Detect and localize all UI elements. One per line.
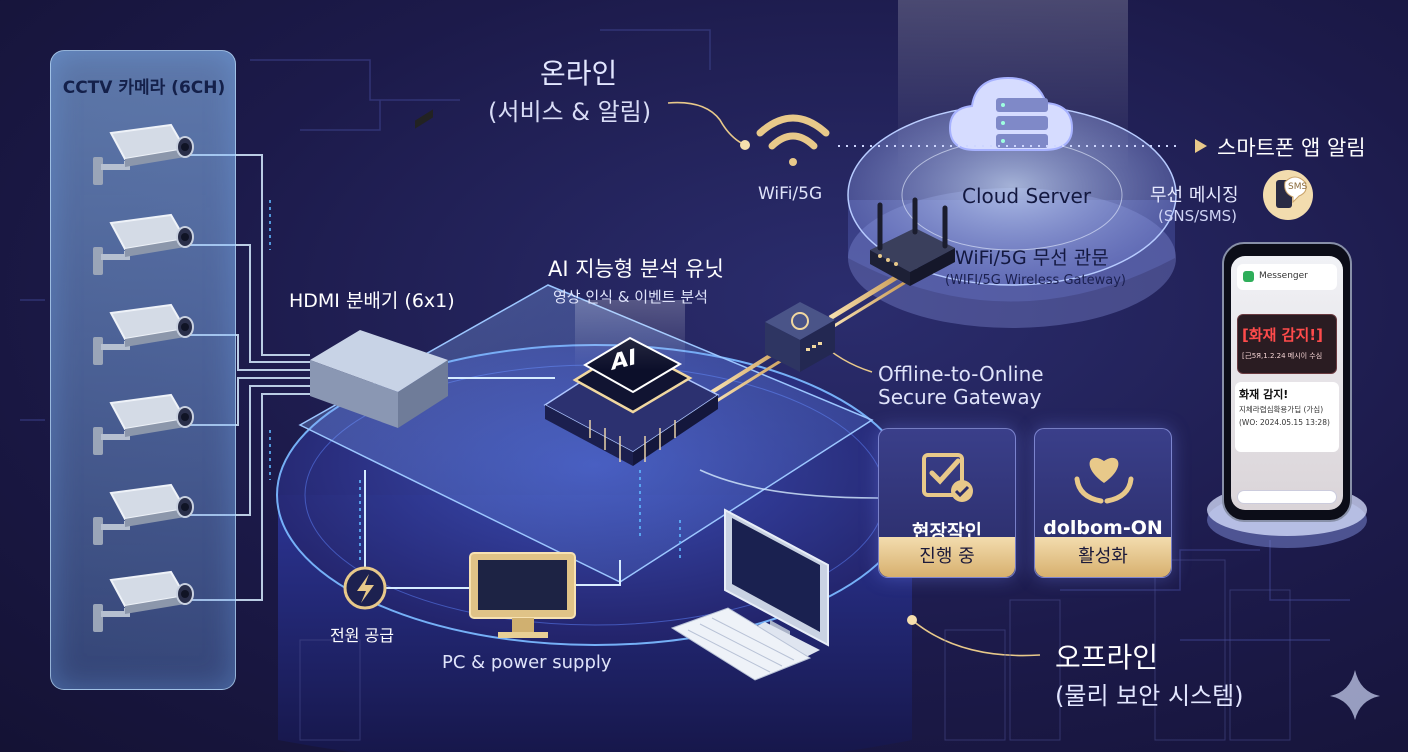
message-input[interactable] — [1237, 490, 1337, 504]
alert-title: [화재 감지!] — [1242, 326, 1323, 344]
sms-badge: SMS — [1288, 182, 1308, 192]
status-dolbom-badge: 활성화 — [1035, 537, 1171, 577]
wifi-icon — [756, 114, 830, 166]
wireless-msg-title: 무선 메시징 — [1150, 185, 1239, 206]
gateway-wireless-title: WiFi/5G 무선 관문 — [955, 247, 1109, 269]
gateway-wireless-subtitle: (WIFI/5G Wireless Gateway) — [945, 273, 1126, 288]
pc-monitor — [469, 552, 576, 638]
status-dolbom-title: dolbom-ON — [1043, 517, 1163, 539]
message-title: 화재 감지! — [1239, 388, 1289, 401]
router-icon — [870, 197, 955, 286]
keyboard — [670, 607, 812, 681]
status-card-dolbom: dolbom-ON 활성화 — [1034, 428, 1172, 578]
fire-alert-box: [화재 감지!] [己5Я,1.2.24 메시이 수심 — [1237, 314, 1337, 374]
cloud-server-icon — [948, 76, 1074, 151]
cctv-camera-2 — [89, 209, 199, 279]
lightning-icon — [343, 566, 387, 610]
smartphone: Messenger [화재 감지!] [己5Я,1.2.24 메시이 수심 화재… — [1222, 242, 1352, 522]
sparkle-icon — [1330, 670, 1380, 720]
cctv-camera-1 — [89, 119, 199, 189]
ai-unit-subtitle: 영상 인식 & 이벤트 분석 — [553, 288, 708, 306]
cctv-camera-5 — [89, 479, 199, 549]
secure-gateway-line1: Offline-to-Online — [878, 362, 1044, 386]
cctv-camera-3 — [89, 299, 199, 369]
secure-gateway-line2: Secure Gateway — [878, 385, 1042, 409]
wireless-msg-subtitle: (SNS/SMS) — [1158, 207, 1238, 225]
cctv-panel: CCTV 카메라 (6CH) — [50, 50, 236, 690]
notification-banner[interactable]: Messenger — [1237, 264, 1337, 290]
message-time: (WO: 2024.05.15 13:28) — [1239, 418, 1330, 427]
offline-subtitle: (물리 보안 시스템) — [1055, 682, 1244, 710]
online-subtitle: (서비스 & 알림) — [488, 98, 652, 126]
smartphone-alert-label: 스마트폰 앱 알림 — [1217, 136, 1366, 160]
app-name: Messenger — [1259, 271, 1308, 281]
status-field-badge: 진행 중 — [879, 537, 1015, 577]
offline-title: 오프라인 — [1055, 641, 1159, 674]
message-card[interactable]: 화재 감지! 지체라렵심확용가딥 (가심) (WO: 2024.05.15 13… — [1235, 382, 1339, 452]
message-body: 지체라렵심확용가딥 (가심) — [1239, 405, 1324, 414]
hdmi-splitter — [310, 109, 448, 428]
checklist-icon — [922, 453, 973, 502]
cctv-camera-6 — [89, 566, 199, 636]
phone-screen: Messenger [화재 감지!] [己5Я,1.2.24 메시이 수심 화재… — [1231, 256, 1343, 510]
status-card-field: 현장작인 진행 중 — [878, 428, 1016, 578]
secure-gateway-cube — [765, 302, 835, 372]
online-title: 온라인 — [540, 57, 618, 90]
pc-label: PC & power supply — [442, 652, 612, 673]
sms-bubble-icon — [1263, 170, 1313, 220]
power-label: 전원 공급 — [330, 626, 394, 645]
cctv-title: CCTV 카메라 (6CH) — [62, 78, 226, 98]
ai-unit-title: AI 지능형 분석 유닛 — [548, 257, 724, 281]
hdmi-label: HDMI 분배기 (6x1) — [289, 290, 455, 312]
cloud-label: Cloud Server — [962, 184, 1092, 208]
wifi-label: WiFi/5G — [758, 184, 823, 204]
cctv-camera-4 — [89, 389, 199, 459]
heart-hands-icon — [1074, 457, 1134, 504]
alert-subtitle: [己5Я,1.2.24 메시이 수심 — [1242, 352, 1323, 360]
messenger-app-icon — [1243, 271, 1254, 282]
